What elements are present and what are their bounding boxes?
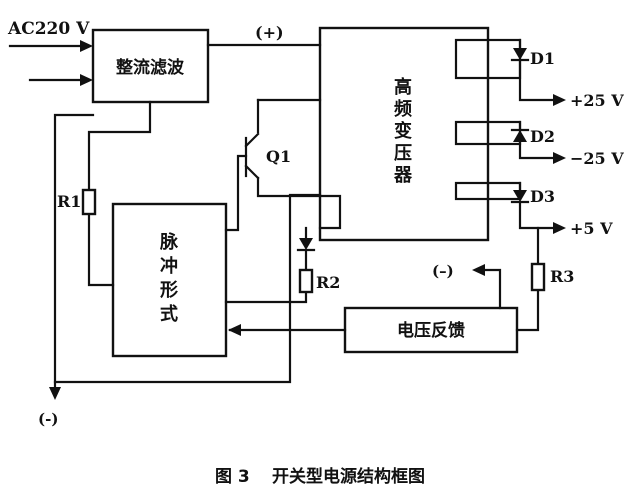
d3-label: D3 <box>530 187 555 206</box>
r2-label: R2 <box>316 273 340 292</box>
out-plus25-label: +25 V <box>570 91 624 110</box>
resistor-r3 <box>530 262 546 292</box>
svg-text:脉: 脉 <box>159 231 179 253</box>
diode-d3 <box>510 190 530 204</box>
transformer-label: 高 频 变 压 器 <box>393 76 413 186</box>
svg-text:压: 压 <box>394 143 412 164</box>
diode-d2 <box>510 128 530 142</box>
figure-number: 图 3 <box>215 467 250 487</box>
rectifier-filter-block <box>91 28 210 104</box>
signal-arrowheads <box>49 94 566 400</box>
svg-text:器: 器 <box>393 165 413 186</box>
r3-label: R3 <box>550 267 574 286</box>
ac-input-label: AC220 V <box>7 19 90 39</box>
minus-bottom-label: (-) <box>38 410 58 428</box>
svg-text:冲: 冲 <box>160 255 178 277</box>
resistor-r2 <box>298 268 314 294</box>
svg-text:频: 频 <box>394 98 412 120</box>
resistor-r1 <box>81 188 97 216</box>
out-plus5-label: +5 V <box>570 219 613 238</box>
feedback-label: 电压反馈 <box>397 320 465 341</box>
out-minus25-label: −25 V <box>570 149 624 168</box>
hf-transformer-block <box>318 26 490 242</box>
ac-input-arrows <box>8 40 93 86</box>
minus-right-label: (–) <box>432 262 454 280</box>
q1-label: Q1 <box>266 147 291 166</box>
svg-text:式: 式 <box>160 303 178 325</box>
svg-text:形: 形 <box>160 280 178 301</box>
svg-text:高: 高 <box>394 76 412 98</box>
d1-label: D1 <box>530 49 555 68</box>
pulse-label: 脉 冲 形 式 <box>159 231 179 325</box>
pulse-generator-block <box>111 202 228 358</box>
rectifier-label: 整流滤波 <box>116 57 185 78</box>
svg-text:变: 变 <box>394 120 412 142</box>
diode-feedback <box>296 238 316 252</box>
r1-label: R1 <box>57 192 81 211</box>
figure-title: 开关型电源结构框图 <box>272 466 425 487</box>
plus-label: (+) <box>255 23 284 42</box>
d2-label: D2 <box>530 127 555 146</box>
diode-d1 <box>510 48 530 62</box>
